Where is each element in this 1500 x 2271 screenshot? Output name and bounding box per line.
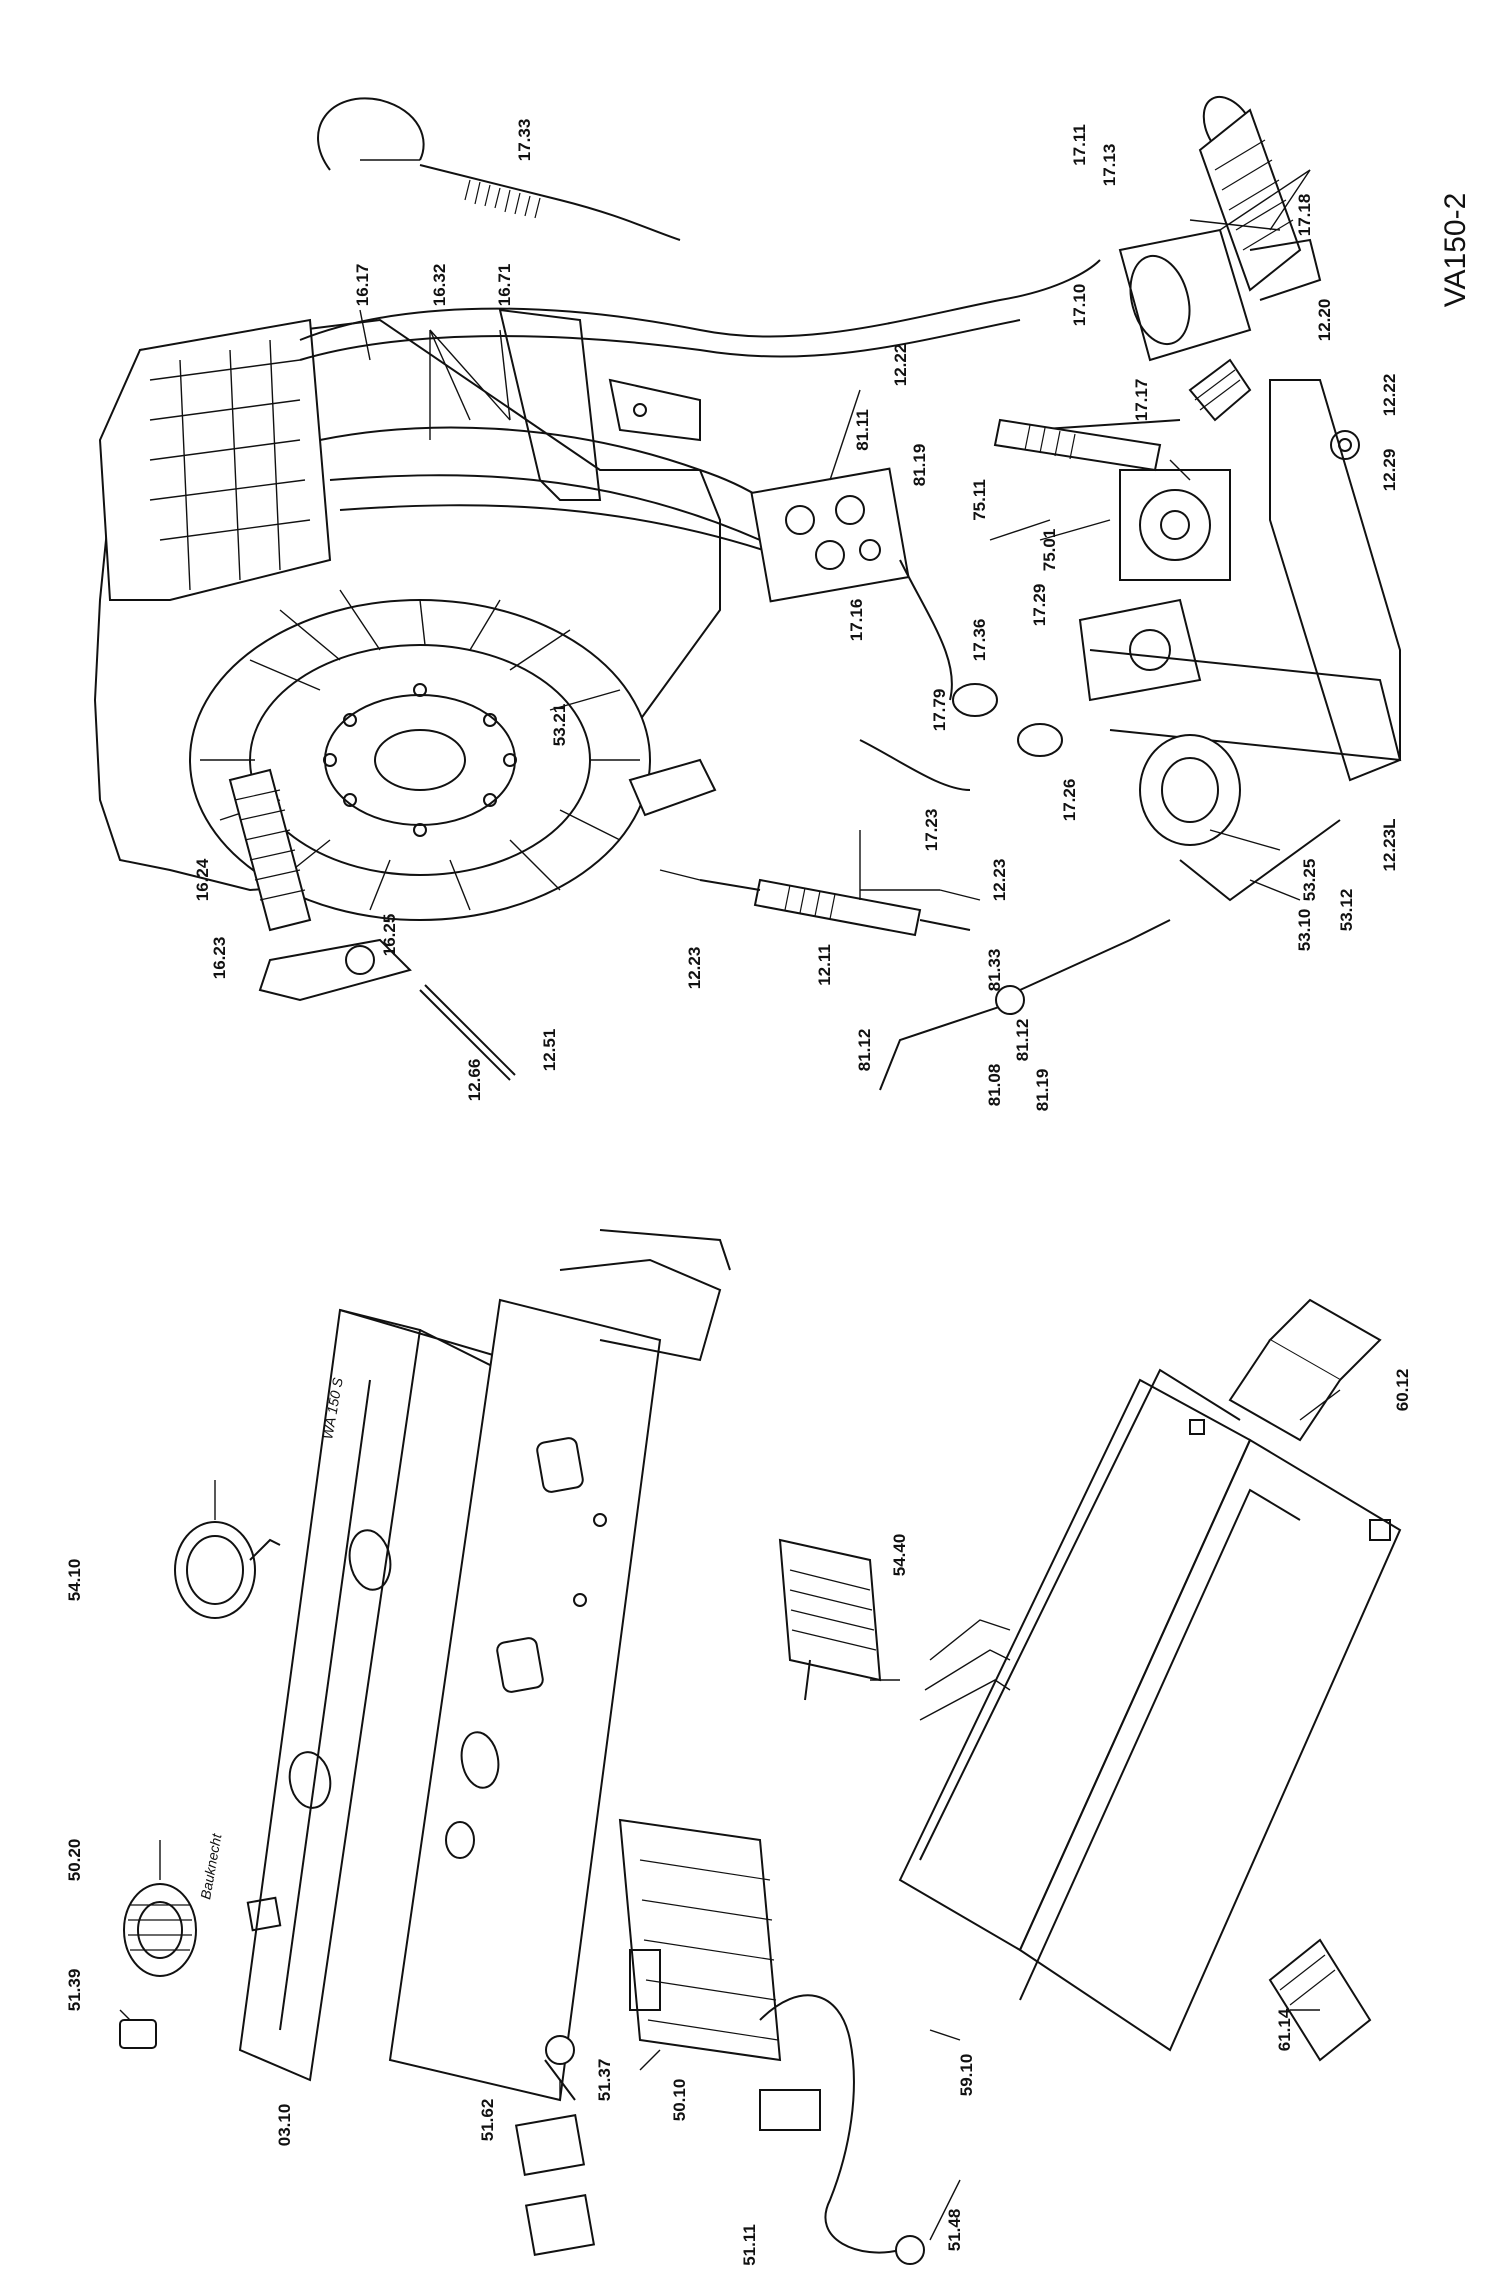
part-label: 51.37 (595, 2059, 614, 2102)
part-label: 17.17 (1132, 379, 1151, 422)
part-label: 12.29 (1380, 449, 1399, 492)
knob-50-20 (123, 1883, 197, 1977)
pressure-switch-53-10 (1139, 734, 1341, 902)
part-labels: 17.33 16.17 16.32 16.71 17.11 17.13 17.1… (65, 119, 1412, 2266)
pump-filter-housing (1118, 95, 1322, 362)
part-label: 51.48 (945, 2209, 964, 2252)
part-label: 12.22 (891, 344, 910, 387)
part-label: 17.29 (1030, 584, 1049, 627)
switch-51-62 (514, 2114, 596, 2256)
drawing-code: VA150-2 (1439, 193, 1472, 308)
part-label: 59.10 (957, 2054, 976, 2097)
part-label: 17.11 (1070, 124, 1089, 166)
part-label: 81.19 (910, 444, 929, 487)
button-51-39 (119, 2019, 157, 2049)
part-label: 03.10 (275, 2104, 294, 2147)
valve-81-11 (750, 467, 910, 603)
part-label: 12.51 (540, 1029, 559, 1072)
part-label: 17.16 (847, 599, 866, 642)
part-label: 17.36 (970, 619, 989, 662)
part-label: 53.21 (550, 704, 569, 747)
part-label: 12.22 (1380, 374, 1399, 417)
capacitor-60-12 (1228, 1298, 1382, 1442)
part-label: 17.18 (1295, 194, 1314, 237)
spring-16-24 (228, 768, 312, 932)
part-label: 61.14 (1275, 2008, 1294, 2051)
inlet-hose-17-33 (317, 97, 681, 241)
part-label: 75.11 (970, 479, 989, 521)
shock-absorber-12-11 (699, 878, 971, 937)
rod-12-51 (419, 984, 516, 1081)
panel-brand-text: Bauknecht (197, 1831, 224, 1900)
part-label: 50.20 (65, 1839, 84, 1882)
part-label: 12.20 (1315, 299, 1334, 342)
knob-54-10 (174, 1521, 281, 1619)
part-label: 12.11 (815, 944, 834, 986)
part-label: 17.79 (930, 689, 949, 732)
wire-bundle (919, 1619, 1011, 1721)
part-label: 54.10 (65, 1559, 84, 1602)
drain-hose-17-23 (859, 559, 1063, 791)
part-label: 81.19 (1033, 1069, 1052, 1112)
part-label: 53.10 (1295, 909, 1314, 952)
drain-pump-75-01 (1078, 469, 1231, 702)
power-cord-51-11 (759, 1994, 925, 2265)
part-label: 75.01 (1040, 529, 1059, 572)
part-label: 16.32 (430, 264, 449, 307)
part-label: 12.23 (685, 947, 704, 990)
timer-54-40 (778, 1538, 882, 1701)
selector-switch-50-10 (618, 1818, 782, 2062)
capacitor-61-14 (1268, 1938, 1372, 2062)
base-frame-right (1089, 379, 1402, 782)
part-label: 51.11 (740, 2224, 759, 2266)
part-label: 54.40 (890, 1534, 909, 1577)
part-label: 60.12 (1393, 1369, 1412, 1412)
part-label: 17.10 (1070, 284, 1089, 327)
part-label: 17.13 (1100, 144, 1119, 187)
part-label: 12.23L (1380, 819, 1399, 872)
shock-absorber-12-20 (993, 418, 1162, 472)
part-label: 81.08 (985, 1064, 1004, 1107)
part-label: 12.66 (465, 1059, 484, 1102)
leader-lines (119, 159, 1341, 2241)
part-label: 16.23 (210, 937, 229, 980)
part-label: 16.25 (380, 914, 399, 957)
bracket-16-23 (258, 938, 412, 1002)
part-label: 50.10 (670, 2079, 689, 2122)
part-label: 17.26 (1060, 779, 1079, 822)
part-label: 81.12 (855, 1029, 874, 1072)
part-label: 81.11 (853, 409, 872, 451)
part-label: 17.33 (515, 119, 534, 162)
part-label: 16.17 (353, 264, 372, 307)
base-pan-59-10 (898, 1368, 1402, 2052)
part-label: 81.33 (985, 949, 1004, 992)
part-label: 53.12 (1337, 889, 1356, 932)
part-label: 81.12 (1013, 1019, 1032, 1062)
part-label: 16.24 (193, 858, 212, 901)
tub-assembly (93, 259, 1101, 921)
part-label: 16.71 (495, 264, 514, 307)
part-label: 51.39 (65, 1969, 84, 2012)
part-label: 17.23 (922, 809, 941, 852)
drain-hose-81-08 (879, 919, 1171, 1091)
part-label: 51.62 (478, 2099, 497, 2142)
part-label: 53.25 (1300, 859, 1319, 902)
part-label: 12.23 (990, 859, 1009, 902)
